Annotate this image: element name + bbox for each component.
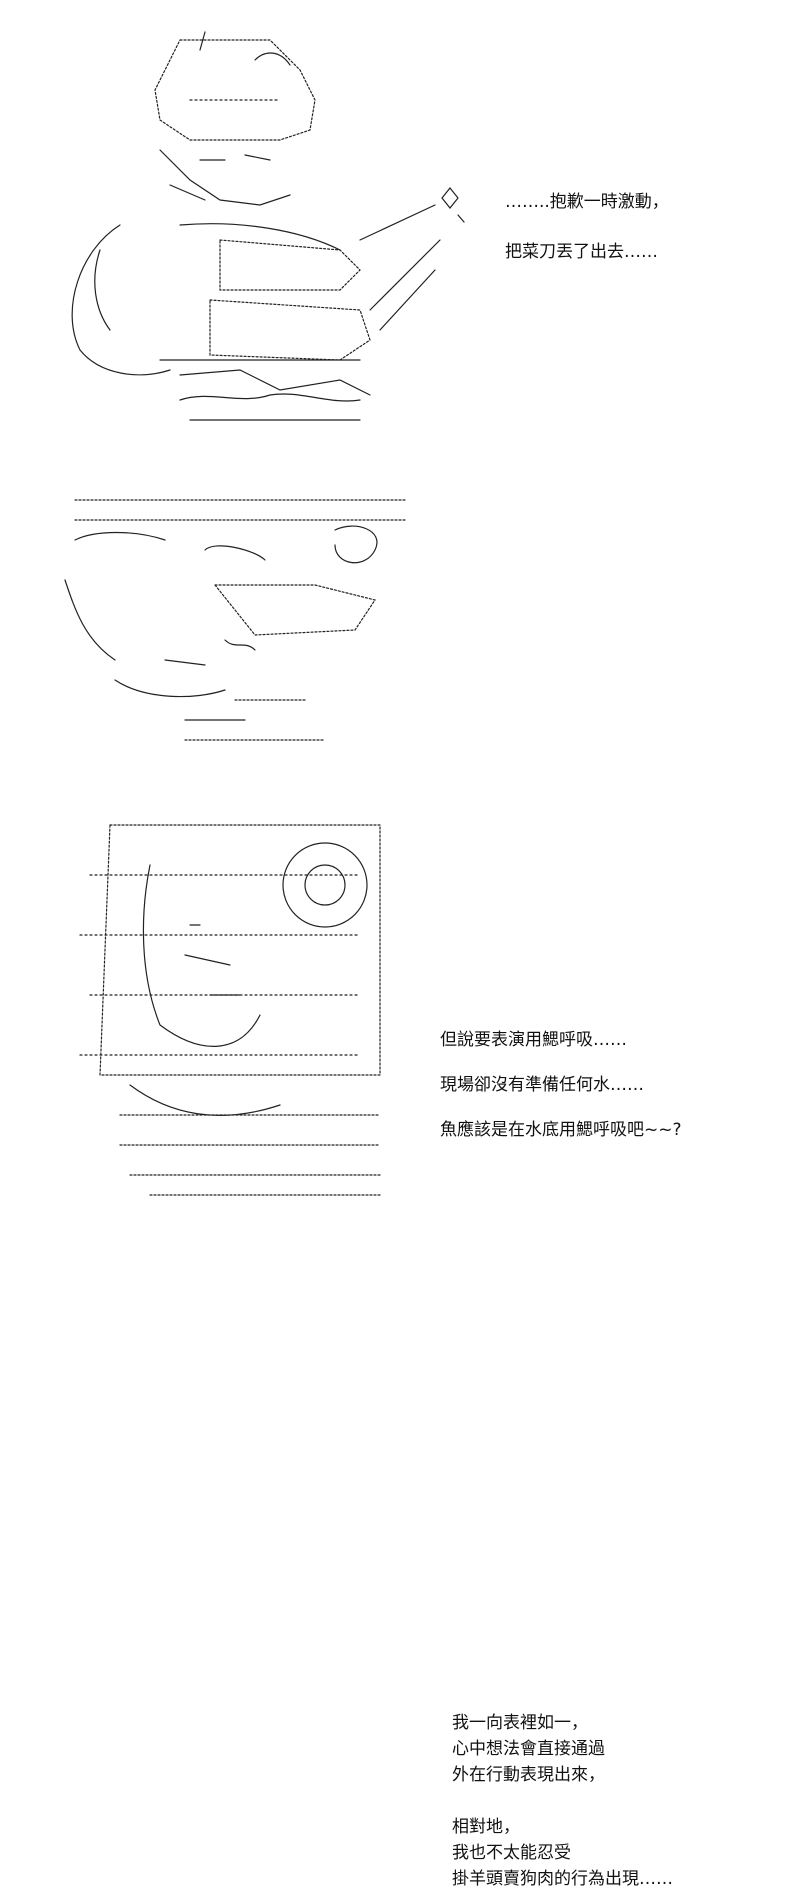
- caption-panel-2: 但說要表演用鰓呼吸…… 現場卻沒有準備任何水…… 魚應該是在水底用鰓呼吸吧~~?: [440, 1028, 682, 1163]
- caption-gap: [452, 1788, 673, 1814]
- caption-line: ……..抱歉一時激動，: [505, 192, 669, 212]
- caption-panel-3: 我一向表裡如一， 心中想法會直接通過 外在行動表現出來， 相對地， 我也不太能忍…: [452, 1710, 673, 1892]
- caption-line: 相對地，: [452, 1817, 520, 1837]
- panel-1: ……..抱歉一時激動， 把菜刀丟了出去……: [0, 0, 800, 440]
- caption-line: 我一向表裡如一，: [452, 1713, 588, 1733]
- ascii-art-character-closeup: [60, 815, 390, 1200]
- panel-2: 但說要表演用鰓呼吸…… 現場卻沒有準備任何水…… 魚應該是在水底用鰓呼吸吧~~?: [0, 480, 800, 1140]
- caption-line: 掛羊頭賣狗肉的行為出現……: [452, 1869, 673, 1889]
- caption-line: 魚應該是在水底用鰓呼吸吧~~?: [440, 1120, 682, 1140]
- caption-line: 我也不太能忍受: [452, 1843, 571, 1863]
- caption-line: 把菜刀丟了出去……: [505, 242, 658, 262]
- caption-line: 現場卻沒有準備任何水……: [440, 1075, 644, 1095]
- ascii-art-fish-face: [55, 490, 415, 750]
- caption-line: 但說要表演用鰓呼吸……: [440, 1030, 627, 1050]
- ascii-art-character-throwing-knife: [40, 10, 490, 435]
- caption-line: 外在行動表現出來，: [452, 1765, 605, 1785]
- caption-panel-1: ……..抱歉一時激動， 把菜刀丟了出去……: [505, 190, 669, 290]
- panel-3: 我一向表裡如一， 心中想法會直接通過 外在行動表現出來， 相對地， 我也不太能忍…: [0, 805, 800, 1889]
- caption-line: 心中想法會直接通過: [452, 1739, 605, 1759]
